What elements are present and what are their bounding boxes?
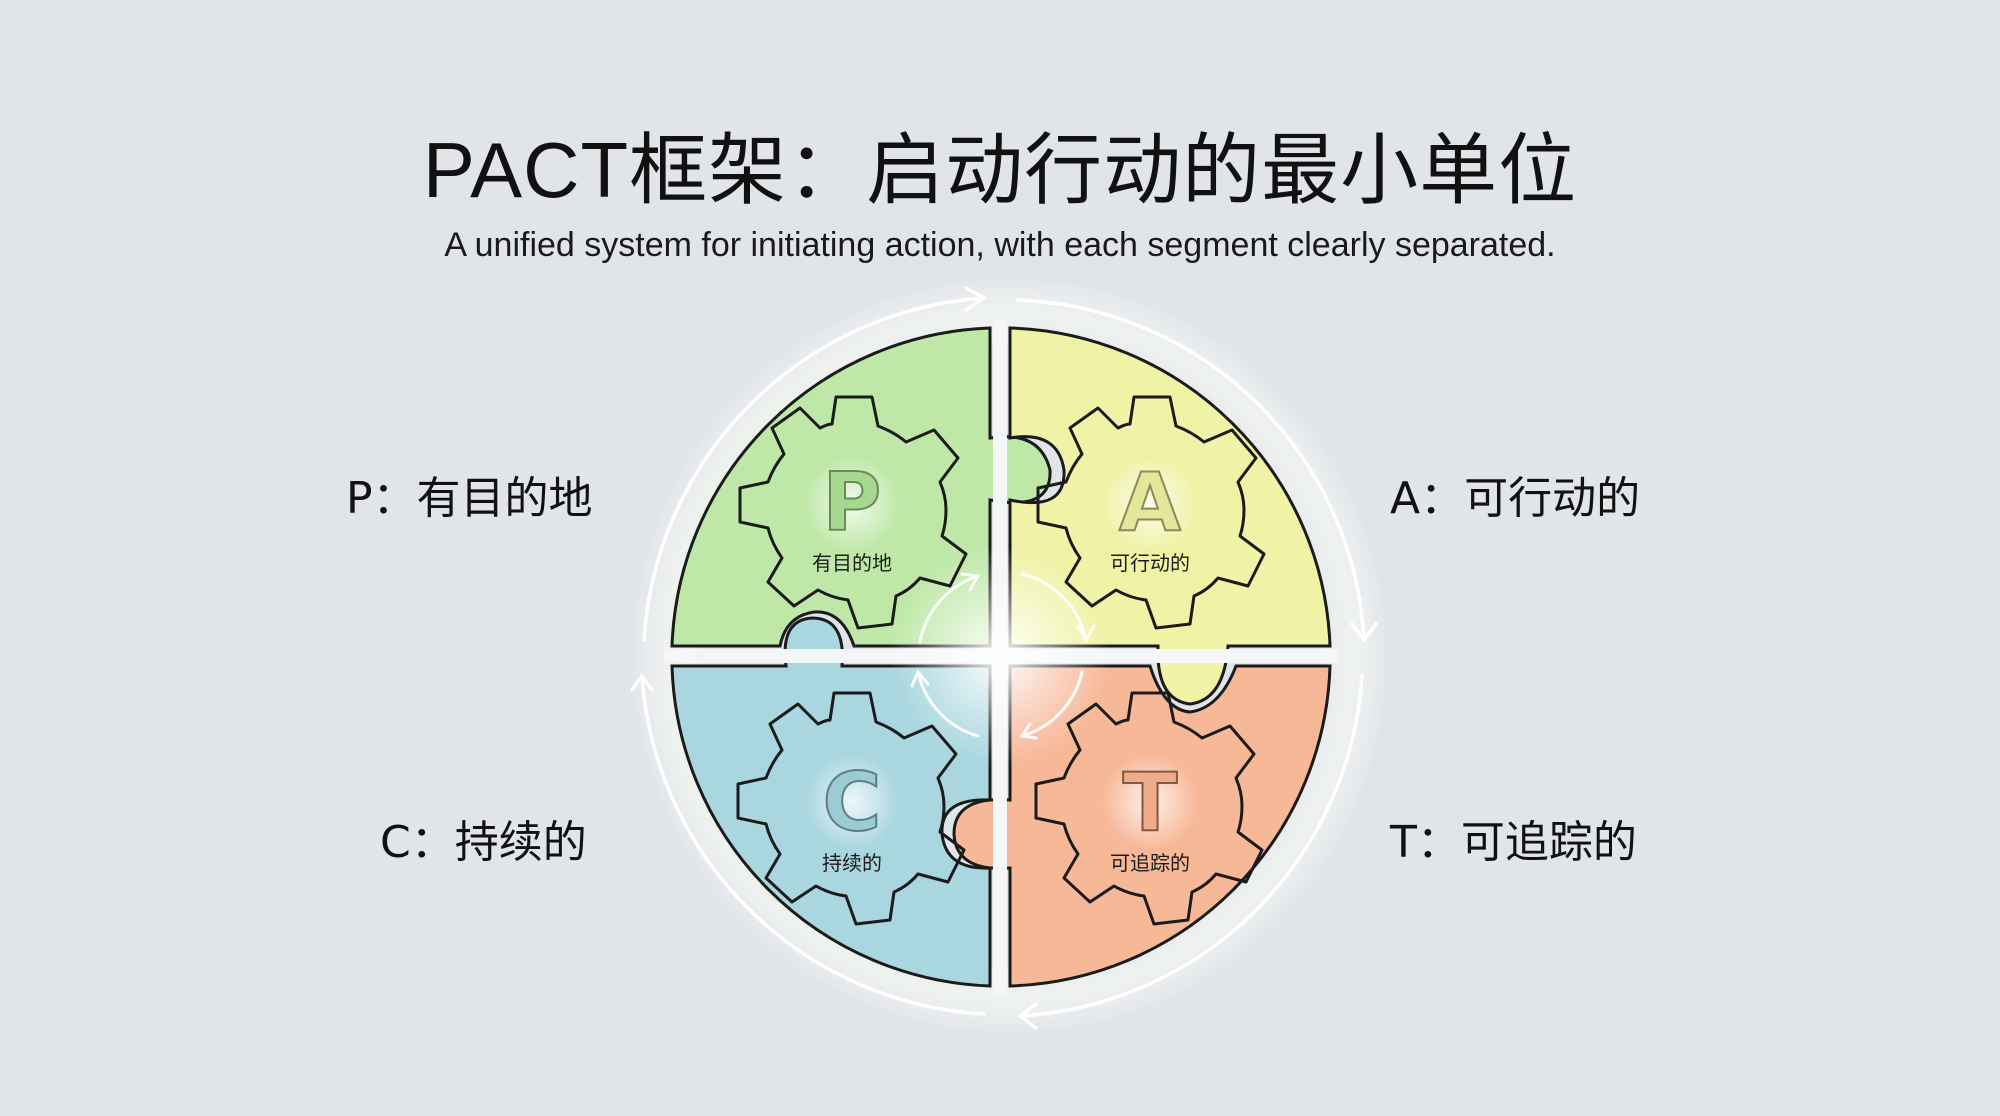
cycle-arrow-icon-outer <box>630 286 1378 1030</box>
gear-label-t: 可追踪的 <box>1110 851 1190 875</box>
side-label-p: P：有目的地 <box>346 473 593 524</box>
gear-letter-p: P <box>823 456 882 549</box>
page-subtitle: A unified system for initiating action, … <box>444 226 1556 264</box>
side-label-a: A：可行动的 <box>1390 473 1641 524</box>
page-title: PACT框架：启动行动的最小单位 <box>422 126 1578 214</box>
gear-letter-c: C <box>823 756 882 849</box>
gear-label-c: 持续的 <box>822 851 882 875</box>
gear-label-a: 可行动的 <box>1110 551 1190 575</box>
gear-letter-a: A <box>1119 456 1181 549</box>
side-label-c: C：持续的 <box>380 817 587 868</box>
gear-label-p: 有目的地 <box>812 551 892 575</box>
gear-letter-t: T <box>1123 756 1178 849</box>
side-label-t: T：可追踪的 <box>1390 817 1637 868</box>
center-glow <box>890 546 1110 766</box>
cycle-arrow-icon-inner <box>910 572 1096 740</box>
